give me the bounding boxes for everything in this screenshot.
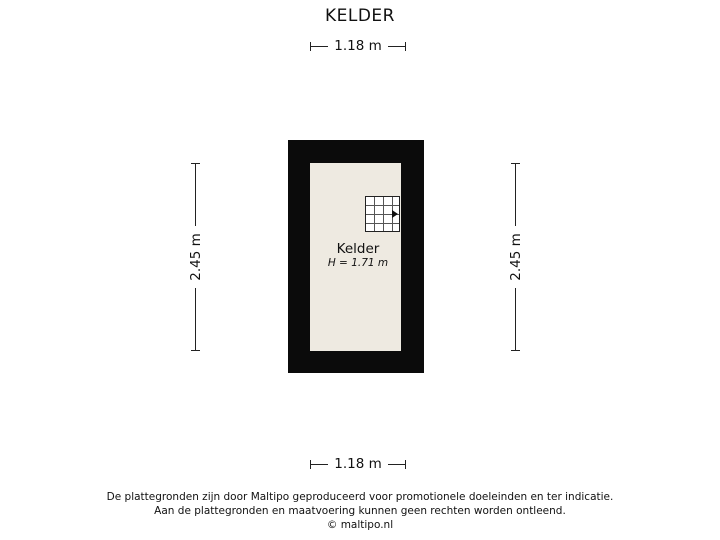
copyright: © maltipo.nl [326, 519, 394, 531]
dimension-line [387, 459, 406, 469]
dimension-line [195, 288, 196, 351]
stair-step [366, 205, 399, 206]
dimension-bottom: 1.18 m [258, 456, 458, 472]
plan-title: KELDER [324, 6, 395, 26]
disclaimer: De plattegronden zijn door Maltipo gepro… [0, 490, 720, 532]
stair-step [366, 223, 399, 224]
room-name: Kelder [336, 241, 380, 257]
dimension-line [515, 163, 516, 226]
stairs-icon [365, 196, 400, 232]
room-height: H = 1.71 m [327, 257, 389, 269]
disclaimer-line-1: De plattegronden zijn door Maltipo gepro… [106, 491, 614, 503]
dimension-bottom-label: 1.18 m [334, 456, 382, 472]
dimension-line [195, 163, 196, 226]
dimension-left-label: 2.45 m [188, 233, 204, 281]
dimension-right-label: 2.45 m [508, 233, 524, 281]
stair-arrow-icon [392, 210, 398, 218]
stair-step [383, 197, 384, 231]
dimension-line [515, 288, 516, 351]
dimension-right: 2.45 m [506, 163, 526, 351]
disclaimer-line-2: Aan de plattegronden en maatvoering kunn… [154, 505, 566, 517]
dimension-top-label: 1.18 m [334, 38, 382, 54]
stair-step [374, 197, 375, 231]
dimension-cap [191, 350, 200, 351]
dimension-cap [511, 350, 520, 351]
dimension-line [387, 41, 406, 51]
dimension-top: 1.18 m [258, 38, 458, 54]
dimension-line [310, 459, 329, 469]
dimension-line [310, 41, 329, 51]
stair-step [366, 214, 399, 215]
room-floor [310, 163, 401, 351]
dimension-left: 2.45 m [186, 163, 206, 351]
